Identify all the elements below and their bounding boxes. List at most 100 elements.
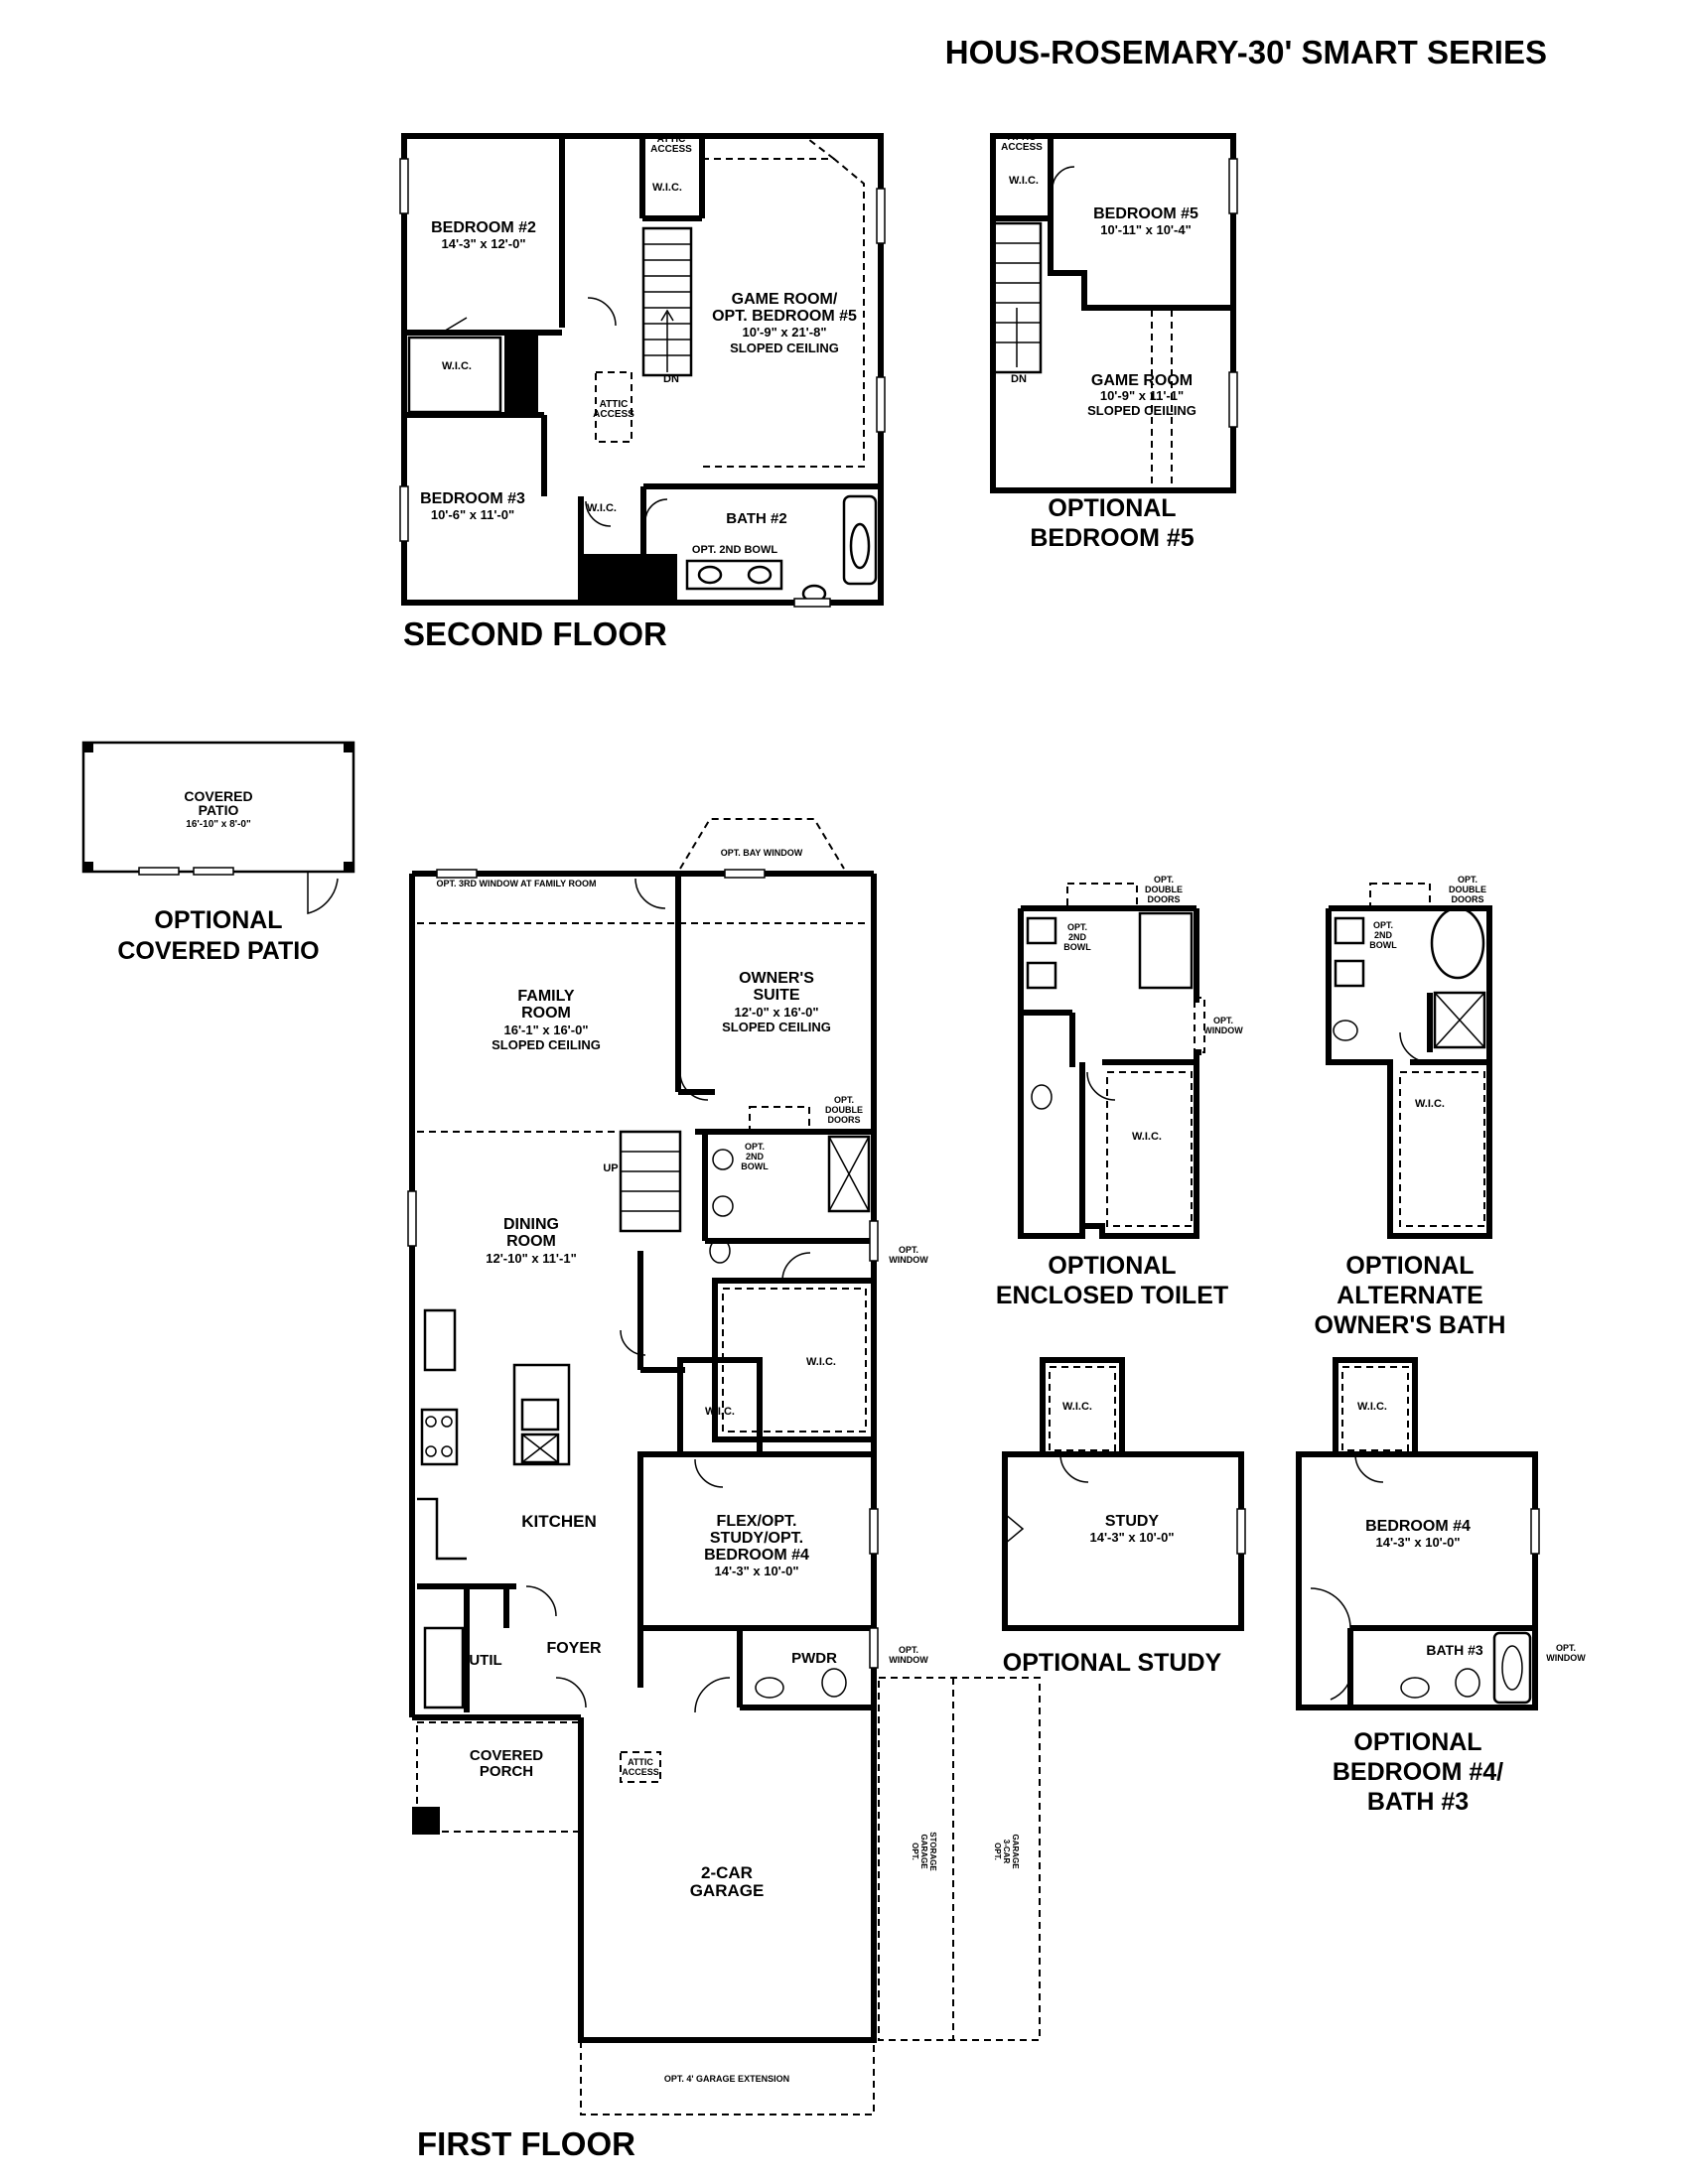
svg-text:ATTIC: ATTIC: [628, 1757, 653, 1767]
svg-text:10'-9" x 11'-1": 10'-9" x 11'-1": [1100, 388, 1184, 403]
svg-text:2ND: 2ND: [1068, 932, 1087, 942]
svg-text:ATTIC: ATTIC: [1008, 132, 1037, 143]
svg-text:WINDOW: WINDOW: [1203, 1025, 1243, 1035]
label-bedroom-4: BEDROOM #4 14'-3" x 10'-0": [1365, 1518, 1471, 1550]
label-owners-suite: OWNER'S SUITE 12'-0" x 16'-0" SLOPED CEI…: [722, 970, 831, 1034]
svg-text:DOUBLE: DOUBLE: [1449, 885, 1486, 894]
label-attic-access-top: ATTIC ACCESS: [650, 134, 692, 155]
svg-text:OPT.: OPT.: [899, 1245, 918, 1255]
svg-text:COVERED PATIO: COVERED PATIO: [117, 937, 319, 965]
label-attic-access-garage: ATTIC ACCESS: [622, 1757, 659, 1777]
svg-text:BEDROOM #4/: BEDROOM #4/: [1333, 1758, 1503, 1786]
svg-text:2ND: 2ND: [746, 1152, 765, 1161]
svg-text:STORAGE: STORAGE: [928, 1832, 937, 1871]
svg-text:12'-10" x 11'-1": 12'-10" x 11'-1": [486, 1251, 577, 1266]
label-et-opt-window: OPT. WINDOW: [1203, 1016, 1243, 1035]
svg-text:OPT.: OPT.: [1067, 922, 1087, 932]
sheet-title: HOUS-ROSEMARY-30' SMART SERIES: [945, 34, 1547, 70]
svg-text:SLOPED CEILING: SLOPED CEILING: [722, 1020, 831, 1034]
svg-text:OPT.: OPT.: [1556, 1643, 1576, 1653]
svg-text:DOUBLE: DOUBLE: [825, 1105, 863, 1115]
label-b4-opt-window: OPT. WINDOW: [1546, 1643, 1586, 1663]
label-bath-3: BATH #3: [1426, 1642, 1483, 1658]
svg-text:10'-9" x 21'-8": 10'-9" x 21'-8": [742, 325, 826, 340]
svg-text:OPT.: OPT.: [993, 1843, 1002, 1860]
label-bedroom-5: BEDROOM #5 10'-11" x 10'-4": [1093, 205, 1198, 237]
svg-text:DOORS: DOORS: [1147, 894, 1180, 904]
svg-text:2-CAR: 2-CAR: [701, 1863, 753, 1882]
optional-covered-patio-plan: [81, 741, 355, 914]
svg-text:OPTIONAL: OPTIONAL: [1345, 1252, 1474, 1280]
svg-text:12'-0" x 16'-0": 12'-0" x 16'-0": [734, 1005, 818, 1020]
svg-text:ACCESS: ACCESS: [622, 1767, 659, 1777]
svg-text:ATTIC: ATTIC: [657, 134, 686, 145]
svg-text:BATH #3: BATH #3: [1367, 1788, 1469, 1816]
label-up: UP: [603, 1162, 618, 1174]
svg-text:BEDROOM #4: BEDROOM #4: [1365, 1518, 1471, 1535]
label-opt-window-owner: OPT. WINDOW: [889, 1245, 928, 1265]
label-kitchen: KITCHEN: [521, 1512, 597, 1531]
second-floor-plan: [399, 133, 886, 608]
svg-text:PORCH: PORCH: [480, 1763, 533, 1780]
label-garage: 2-CAR GARAGE: [690, 1863, 765, 1900]
label-covered-porch: COVERED PORCH: [470, 1747, 543, 1780]
label-util: UTIL: [469, 1652, 501, 1669]
label-opt-b5-attic: ATTIC ACCESS: [1001, 132, 1043, 153]
svg-text:BOWL: BOWL: [1063, 942, 1091, 952]
label-et-opt-2nd-bowl: OPT. 2ND BOWL: [1063, 922, 1091, 952]
label-study: STUDY 14'-3" x 10'-0": [1089, 1513, 1174, 1545]
label-wic-bedroom-3: W.I.C.: [587, 502, 617, 514]
label-flex-room: FLEX/OPT. STUDY/OPT. BEDROOM #4 14'-3" x…: [704, 1513, 809, 1578]
label-opt-3car-garage: OPT. 3-CAR GARAGE: [993, 1834, 1020, 1869]
first-floor-plan: [407, 818, 1041, 2116]
label-game-room-alt: GAME ROOM 10'-9" x 11'-1" SLOPED CEILING: [1087, 372, 1196, 418]
first-floor-label: FIRST FLOOR: [417, 2125, 635, 2162]
label-bedroom-2: BEDROOM #2 14'-3" x 12'-0": [431, 219, 536, 251]
label-wic-upper: W.I.C.: [652, 182, 682, 194]
label-opt-garage-extension: OPT. 4' GARAGE EXTENSION: [664, 2074, 789, 2084]
second-floor-label: SECOND FLOOR: [403, 615, 667, 652]
label-dining-room: DINING ROOM 12'-10" x 11'-1": [486, 1216, 577, 1266]
label-opt-b5-dn: DN: [1011, 373, 1027, 385]
svg-text:ACCESS: ACCESS: [650, 144, 692, 155]
svg-text:SLOPED CEILING: SLOPED CEILING: [730, 341, 839, 355]
svg-text:GARAGE: GARAGE: [919, 1834, 928, 1869]
label-covered-patio: COVERED PATIO 16'-10" x 8'-0": [184, 788, 252, 830]
svg-text:14'-3" x 10'-0": 14'-3" x 10'-0": [1375, 1535, 1460, 1550]
label-opt-b5-wic: W.I.C.: [1009, 175, 1039, 187]
svg-text:DINING: DINING: [503, 1216, 559, 1233]
svg-text:BEDROOM #4: BEDROOM #4: [704, 1547, 809, 1564]
label-b4-wic: W.I.C.: [1357, 1401, 1387, 1413]
label-st-wic: W.I.C.: [1062, 1401, 1092, 1413]
svg-text:OWNER'S BATH: OWNER'S BATH: [1315, 1311, 1506, 1339]
label-opt-garage-storage: OPT. GARAGE STORAGE: [911, 1832, 937, 1871]
svg-text:OPT.: OPT.: [1213, 1016, 1233, 1025]
optional-bedroom-5-plan: [990, 133, 1238, 493]
svg-text:BEDROOM #3: BEDROOM #3: [420, 490, 525, 507]
svg-text:SUITE: SUITE: [753, 987, 799, 1004]
svg-text:3-CAR: 3-CAR: [1002, 1840, 1011, 1864]
svg-text:SLOPED CEILING: SLOPED CEILING: [1087, 403, 1196, 418]
svg-text:BOWL: BOWL: [741, 1161, 769, 1171]
svg-text:OPT.: OPT.: [834, 1095, 854, 1105]
svg-text:FLEX/OPT.: FLEX/OPT.: [717, 1513, 797, 1530]
svg-text:OPTIONAL: OPTIONAL: [1048, 494, 1176, 522]
label-foyer: FOYER: [546, 1640, 602, 1657]
svg-text:OPTIONAL: OPTIONAL: [154, 906, 282, 934]
option-title-enclosed-toilet: OPTIONAL ENCLOSED TOILET: [996, 1252, 1228, 1309]
label-opt-2nd-bowl-upper: OPT. 2ND BOWL: [692, 544, 777, 556]
svg-text:BOWL: BOWL: [1369, 940, 1397, 950]
svg-text:16'-10" x 8'-0": 16'-10" x 8'-0": [186, 819, 251, 830]
svg-text:BEDROOM #5: BEDROOM #5: [1093, 205, 1198, 222]
svg-text:WINDOW: WINDOW: [889, 1655, 928, 1665]
svg-text:STUDY: STUDY: [1105, 1513, 1160, 1530]
svg-text:STUDY/OPT.: STUDY/OPT.: [710, 1530, 803, 1547]
label-bedroom-3: BEDROOM #3 10'-6" x 11'-0": [420, 490, 525, 522]
svg-text:BEDROOM #2: BEDROOM #2: [431, 219, 536, 236]
label-wic-owner: W.I.C.: [806, 1356, 836, 1368]
label-opt-bay-window: OPT. BAY WINDOW: [721, 848, 803, 858]
label-pwdr: PWDR: [791, 1650, 837, 1667]
svg-text:OPT.: OPT.: [1458, 875, 1477, 885]
label-wic-flex: W.I.C.: [705, 1406, 735, 1418]
svg-text:SLOPED CEILING: SLOPED CEILING: [492, 1037, 601, 1052]
